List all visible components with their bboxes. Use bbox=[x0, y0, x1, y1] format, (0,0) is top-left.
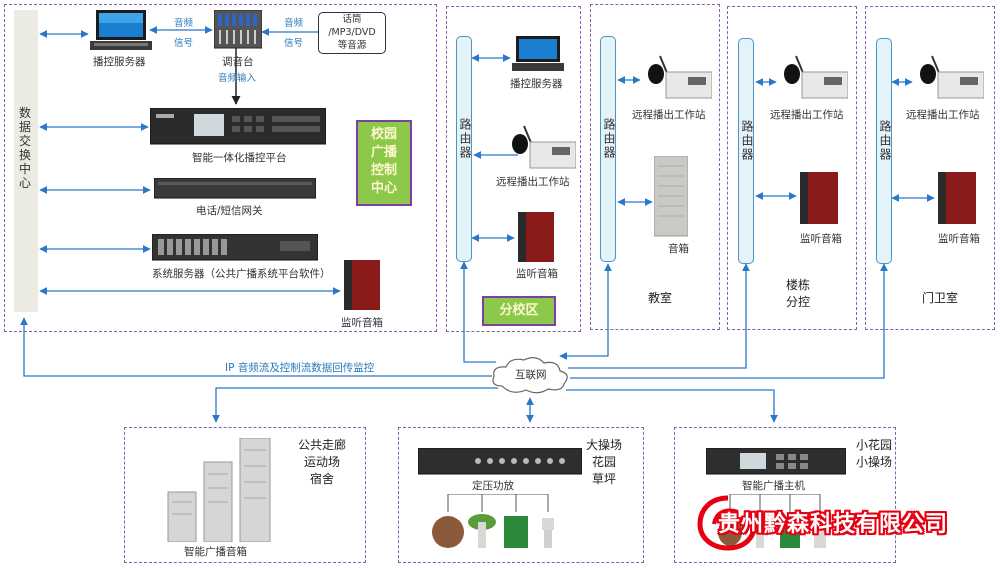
audio-source-label: 话筒 /MP3/DVD 等音源 bbox=[328, 14, 376, 51]
corridor-caption: 智能广播音箱 bbox=[184, 546, 247, 558]
gateway-label: 电话/短信网关 bbox=[196, 205, 263, 217]
branch-router bbox=[456, 36, 472, 262]
mixer-label: 调音台 bbox=[222, 56, 254, 68]
broadcast-server-label: 播控服务器 bbox=[93, 56, 146, 68]
gateway-icon bbox=[154, 178, 316, 199]
monitor-speaker-label: 监听音箱 bbox=[341, 317, 383, 329]
smart-host-icon bbox=[706, 448, 846, 475]
gatehouse-monitor-icon bbox=[938, 172, 976, 224]
column-speakers-icon bbox=[167, 438, 271, 542]
garden-speakers-icon bbox=[432, 494, 554, 548]
corridor-region bbox=[124, 427, 366, 563]
garden-title: 小花园 小操场 bbox=[856, 438, 893, 469]
classroom-title: 教室 bbox=[648, 291, 673, 305]
playground-caption: 定压功放 bbox=[472, 480, 514, 492]
corridor-title: 公共走廊 运动场 宿舍 bbox=[298, 438, 347, 486]
classroom-station-label: 远程播出工作站 bbox=[632, 109, 706, 121]
internet-cloud-icon bbox=[492, 357, 568, 394]
building-station-label: 远程播出工作站 bbox=[770, 109, 844, 121]
building-station-icon bbox=[784, 55, 848, 99]
broadcast-platform-icon bbox=[150, 108, 326, 145]
branch-monitor-icon bbox=[518, 212, 554, 262]
ip-stream-label: IP 音频流及控制流数据回传监控 bbox=[225, 362, 375, 374]
branch-server-icon bbox=[512, 36, 564, 71]
classroom-speaker-icon bbox=[654, 156, 688, 237]
internet-label: 互联网 bbox=[515, 369, 547, 381]
company-watermark: 贵州黔森科技有限公司 bbox=[718, 512, 949, 537]
branch-station-icon bbox=[512, 125, 576, 169]
branch-region bbox=[446, 6, 581, 332]
gatehouse-router bbox=[876, 38, 892, 264]
broadcast-platform-label: 智能一体化播控平台 bbox=[192, 152, 287, 164]
building-region bbox=[727, 6, 857, 330]
branch-station-label: 远程播出工作站 bbox=[496, 176, 570, 188]
garden-caption: 智能广播主机 bbox=[742, 480, 805, 492]
gatehouse-station-label: 远程播出工作站 bbox=[906, 109, 980, 121]
mixer-icon bbox=[214, 10, 262, 49]
playground-title: 大操场 花园 草坪 bbox=[586, 438, 623, 486]
building-router-label: 路由器 bbox=[740, 120, 754, 162]
gatehouse-router-label: 路由器 bbox=[878, 120, 892, 162]
audio-input-label: 音频输入 bbox=[218, 73, 257, 84]
garden-region bbox=[674, 427, 896, 563]
branch-title: 分校区 bbox=[482, 296, 556, 326]
monitor-speaker-icon bbox=[344, 260, 380, 310]
gatehouse-monitor-label: 监听音箱 bbox=[938, 233, 980, 245]
control-center-title: 校园 广播 控制 中心 bbox=[356, 120, 412, 206]
gatehouse-title: 门卫室 bbox=[922, 291, 959, 305]
classroom-router-label: 路由器 bbox=[602, 118, 616, 160]
classroom-station-icon bbox=[648, 55, 712, 99]
building-router bbox=[738, 38, 754, 264]
system-server-label: 系统服务器（公共广播系统平台软件） bbox=[152, 268, 331, 280]
gatehouse-station-icon bbox=[920, 55, 984, 99]
audio-signal-label-2: 音频 信号 bbox=[284, 18, 304, 49]
building-title: 楼栋 分控 bbox=[786, 278, 811, 309]
data-switch-label: 数 据 交 换 中 心 bbox=[18, 106, 33, 190]
classroom-router bbox=[600, 36, 616, 262]
branch-router-label: 路由器 bbox=[458, 118, 472, 160]
gatehouse-region bbox=[865, 6, 995, 330]
building-monitor-icon bbox=[800, 172, 838, 224]
amplifier-icon bbox=[418, 448, 582, 475]
system-server-icon bbox=[152, 234, 318, 261]
classroom-region bbox=[590, 4, 720, 330]
playground-region bbox=[398, 427, 644, 563]
company-logo-icon bbox=[697, 495, 757, 551]
control-center-region bbox=[4, 4, 437, 332]
building-monitor-label: 监听音箱 bbox=[800, 233, 842, 245]
garden-host-speakers-icon bbox=[718, 494, 826, 548]
broadcast-server-icon bbox=[90, 10, 152, 50]
data-switch-center bbox=[14, 10, 38, 312]
audio-signal-label-1: 音频 信号 bbox=[174, 18, 194, 49]
branch-monitor-label: 监听音箱 bbox=[516, 268, 558, 280]
branch-server-label: 播控服务器 bbox=[510, 78, 563, 90]
audio-source-box bbox=[318, 12, 386, 54]
classroom-speaker-label: 音箱 bbox=[668, 243, 689, 255]
